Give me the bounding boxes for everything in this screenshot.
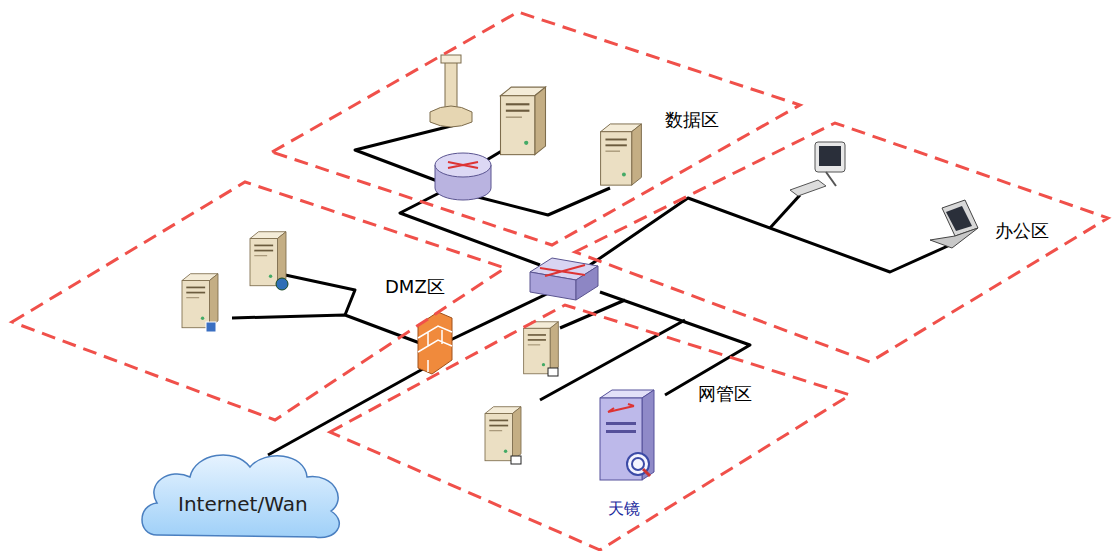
management-pc [485,407,521,461]
network-zone: DMZ区 [12,182,505,420]
node-outline [12,182,505,420]
mainframe-server [501,87,546,154]
antenna-tower [430,55,472,127]
router [435,153,491,200]
management-pc [524,322,559,374]
cloud-shape [142,455,339,538]
node-label: 网管区 [698,384,752,405]
network-zone: 网管区天镜 [330,305,850,550]
network-zone: 办公区 [575,123,1108,362]
node-outline [330,305,850,550]
tianjing-icon [600,390,654,480]
zone-border [330,305,850,550]
node-label: 办公区 [995,221,1049,242]
node-outline [272,12,800,245]
office-laptop [930,200,978,248]
internet-cloud: Internet/Wan [135,445,350,543]
core-switch [530,258,598,300]
node-outline [575,123,1108,362]
node-label: Internet/Wan [178,493,308,516]
web-server [250,232,286,286]
office-monitor [790,142,845,196]
zone-border [272,12,800,245]
monitor-server: 天镜 [592,388,670,523]
node-label: 天镜 [608,500,640,518]
zone-border [575,123,1108,362]
network-zone: 数据区 [272,12,800,245]
data-server [601,124,642,185]
node-label: DMZ区 [385,277,445,298]
node-label: 数据区 [665,110,719,131]
mail-server [182,274,218,328]
zone-border [12,182,505,420]
